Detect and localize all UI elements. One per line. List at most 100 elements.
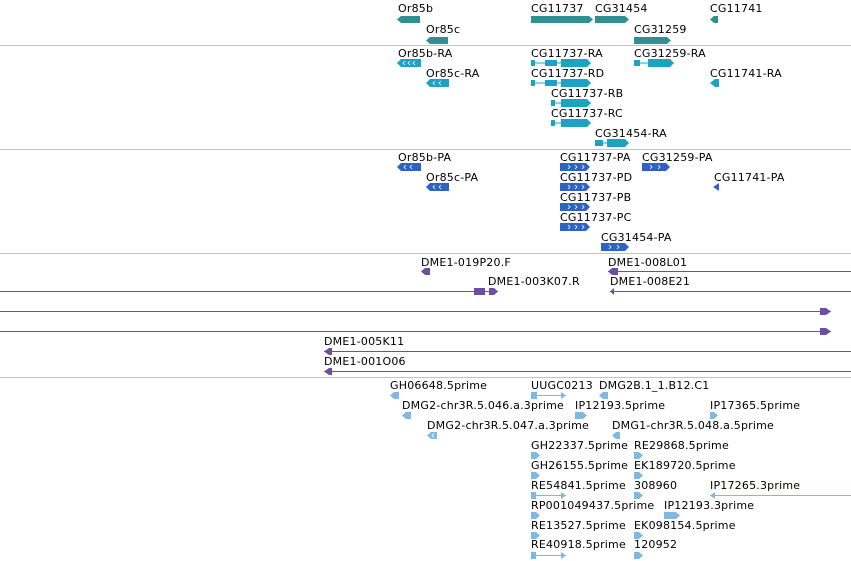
gene-label[interactable]: Or85b (398, 2, 434, 15)
est-label[interactable]: EK098154.5prime (634, 519, 736, 532)
transcript-glyph[interactable] (551, 99, 591, 107)
transcript-glyph[interactable] (531, 59, 591, 67)
est-label[interactable]: 308960 (634, 479, 678, 492)
est-glyph[interactable] (634, 472, 643, 479)
est-glyph[interactable] (531, 532, 540, 539)
est-glyph[interactable] (427, 432, 437, 439)
protein-glyph[interactable] (560, 183, 590, 191)
clone-label[interactable]: DME1-001O06 (324, 355, 406, 368)
gene-glyph[interactable] (531, 16, 593, 23)
protein-glyph[interactable] (560, 223, 590, 231)
clone-label[interactable]: DME1-019P20.F (421, 256, 511, 269)
est-label[interactable]: IP12193.3prime (664, 499, 755, 512)
est-label[interactable]: RE29868.5prime (634, 439, 729, 452)
transcript-glyph[interactable] (397, 59, 421, 67)
clone-label[interactable]: DME1-008L01 (608, 256, 688, 269)
est-glyph[interactable] (402, 412, 411, 419)
transcript-label[interactable]: CG11741-RA (710, 67, 782, 80)
est-glyph[interactable] (634, 532, 643, 539)
est-label[interactable]: IP12193.5prime (575, 399, 666, 412)
transcript-label[interactable]: CG11737-RD (531, 67, 605, 80)
transcript-label[interactable]: CG11737-RA (531, 47, 603, 60)
protein-label[interactable]: CG11737-PC (560, 211, 632, 224)
protein-label[interactable]: Or85c-PA (426, 171, 479, 184)
est-label[interactable]: RE40918.5prime (531, 538, 626, 551)
gene-glyph[interactable] (595, 16, 629, 23)
clone-glyph[interactable] (610, 288, 851, 295)
est-glyph[interactable] (634, 492, 643, 499)
gene-label[interactable]: Or85c (426, 23, 461, 36)
protein-glyph[interactable] (397, 163, 421, 171)
est-glyph[interactable] (599, 392, 608, 399)
clone-label[interactable]: DME1-003K07.R (488, 275, 580, 288)
transcript-label[interactable]: CG11737-RC (551, 107, 623, 120)
protein-label[interactable]: CG11737-PB (560, 191, 632, 204)
transcript-glyph[interactable] (634, 59, 674, 67)
est-label[interactable]: DMG2B.1_1.B12.C1 (599, 379, 710, 392)
gene-glyph[interactable] (397, 16, 420, 23)
transcript-label[interactable]: CG11737-RB (551, 87, 624, 100)
clone-glyph[interactable] (421, 268, 430, 275)
est-glyph[interactable] (531, 452, 540, 459)
est-glyph[interactable] (710, 412, 718, 419)
protein-glyph[interactable] (560, 203, 590, 211)
gene-glyph[interactable] (426, 37, 448, 44)
est-label[interactable]: GH22337.5prime (531, 439, 629, 452)
est-label[interactable]: IP17265.3prime (710, 479, 801, 492)
transcript-label[interactable]: CG31259-RA (634, 47, 706, 60)
gene-label[interactable]: CG11737 (531, 2, 584, 15)
clone-glyph[interactable] (0, 328, 831, 335)
gene-label[interactable]: CG31259 (634, 23, 687, 36)
est-label[interactable]: RE13527.5prime (531, 519, 626, 532)
est-label[interactable]: UUGC0213 (531, 379, 593, 392)
est-glyph[interactable] (531, 392, 566, 399)
clone-glyph[interactable] (0, 308, 831, 315)
clone-glyph[interactable] (324, 368, 851, 375)
est-glyph[interactable] (612, 432, 620, 439)
protein-label[interactable]: Or85b-PA (398, 151, 452, 164)
transcript-glyph[interactable] (531, 79, 591, 87)
transcript-label[interactable]: Or85b-RA (398, 47, 453, 60)
transcript-glyph[interactable] (426, 79, 449, 87)
est-glyph[interactable] (710, 492, 851, 499)
est-label[interactable]: GH06648.5prime (390, 379, 488, 392)
est-label[interactable]: DMG2-chr3R.5.047.a.3prime (427, 419, 590, 432)
gene-glyph[interactable] (710, 16, 718, 23)
est-glyph[interactable] (531, 512, 540, 519)
est-glyph[interactable] (634, 452, 643, 459)
est-label[interactable]: IP17365.5prime (710, 399, 801, 412)
est-label[interactable]: GH26155.5prime (531, 459, 629, 472)
clone-glyph[interactable] (0, 288, 498, 295)
protein-glyph[interactable] (713, 183, 719, 191)
est-label[interactable]: RE54841.5prime (531, 479, 626, 492)
transcript-glyph[interactable] (710, 79, 719, 87)
est-glyph[interactable] (664, 512, 680, 519)
est-glyph[interactable] (531, 472, 540, 479)
protein-label[interactable]: CG11737-PD (560, 171, 633, 184)
transcript-label[interactable]: Or85c-RA (426, 67, 480, 80)
protein-label[interactable]: CG11737-PA (560, 151, 631, 164)
est-glyph[interactable] (634, 552, 643, 559)
clone-glyph[interactable] (324, 348, 851, 355)
protein-glyph[interactable] (426, 183, 449, 191)
est-label[interactable]: EK189720.5prime (634, 459, 736, 472)
clone-glyph[interactable] (608, 268, 851, 275)
est-label[interactable]: DMG2-chr3R.5.046.a.3prime (402, 399, 565, 412)
est-label[interactable]: DMG1-chr3R.5.048.a.5prime (612, 419, 775, 432)
est-glyph[interactable] (390, 392, 399, 399)
transcript-glyph[interactable] (551, 119, 591, 127)
gene-label[interactable]: CG11741 (710, 2, 763, 15)
est-label[interactable]: 120952 (634, 538, 678, 551)
est-glyph[interactable] (531, 552, 566, 559)
transcript-label[interactable]: CG31454-RA (595, 127, 667, 140)
protein-label[interactable]: CG31454-PA (601, 231, 672, 244)
gene-label[interactable]: CG31454 (595, 2, 648, 15)
est-glyph[interactable] (531, 492, 566, 499)
protein-label[interactable]: CG31259-PA (642, 151, 713, 164)
transcript-glyph[interactable] (595, 139, 629, 147)
protein-glyph[interactable] (560, 163, 590, 171)
est-label[interactable]: RP001049437.5prime (531, 499, 655, 512)
clone-label[interactable]: DME1-005K11 (324, 335, 405, 348)
est-glyph[interactable] (575, 412, 587, 419)
protein-glyph[interactable] (642, 163, 670, 171)
